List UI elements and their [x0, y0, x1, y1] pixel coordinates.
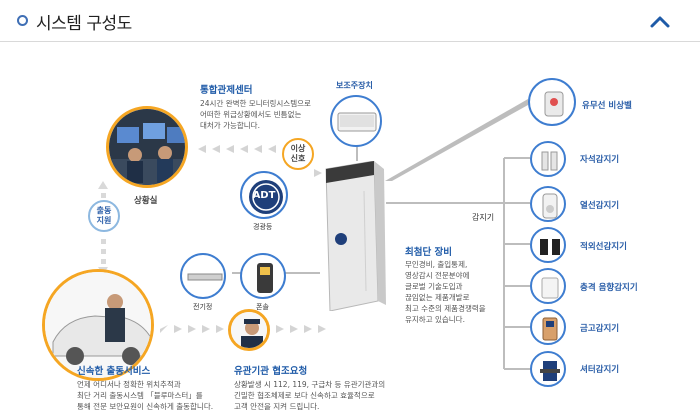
chevron-up-icon: [650, 16, 670, 28]
keypad-label: 폰솔: [256, 303, 269, 311]
magnetic-sensor-label: 자석감지기: [580, 155, 620, 165]
system-diagram: 상황실 출동 지원 통합관제센터 24시간 완벽한 모니터링시스템으로 어떠한 …: [0, 43, 700, 417]
latest-equipment-desc-5: 최고 수준의 제품경쟁력을: [405, 304, 486, 313]
shutter-sensor-label: 셔터감지기: [580, 365, 620, 375]
electric-lock-image: [180, 253, 226, 299]
latest-equipment-desc-6: 유지하고 있습니다.: [405, 315, 465, 324]
cooperation-title: 유관기관 협조요청: [234, 366, 308, 377]
aux-device-label: 보조주장치: [336, 81, 373, 90]
section-header: 시스템 구성도: [0, 0, 700, 42]
latest-equipment-desc-3: 글로벌 기술도입과: [405, 282, 463, 291]
patrol-car-image: [42, 269, 154, 381]
latest-equipment-title: 최첨단 장비: [405, 247, 453, 258]
aux-device-image: [330, 95, 382, 147]
shutter-sensor-image: [530, 351, 566, 387]
control-center-desc-1: 24시간 완벽한 모니터링시스템으로: [200, 99, 311, 108]
signal-badge-line2: 신호: [290, 154, 306, 163]
adt-beacon-image: ADT: [240, 171, 288, 219]
latest-equipment-desc-1: 무인경비, 출입통제,: [405, 260, 468, 269]
dispatch-support-badge: 출동 지원: [88, 200, 120, 232]
collapse-button[interactable]: [648, 10, 672, 32]
section-title: 시스템 구성도: [36, 14, 132, 34]
dispatch-service-desc-2: 최단 거리 출동시스템 「블루마스터」를: [77, 391, 203, 400]
dispatch-badge-line1: 출동: [96, 206, 112, 215]
adt-logo: ADT: [252, 190, 276, 201]
sensors-group-label: 감지기: [472, 213, 495, 222]
dispatch-service-title: 신속한 출동서비스: [77, 366, 151, 377]
dispatch-badge-line2: 지원: [96, 216, 112, 225]
circle-bullet-icon: [17, 15, 28, 26]
signal-badge-line1: 이상: [290, 144, 306, 153]
cooperation-desc-2: 긴밀한 협조체제로 보다 신속하고 효율적으로: [234, 391, 375, 400]
adt-beacon-label: 경광등: [253, 223, 273, 231]
situation-room-label: 상황실: [134, 196, 158, 206]
emergency-bell-label: 유무선 비상벨: [582, 101, 632, 111]
infrared-sensor-label: 적외선감지기: [580, 242, 627, 252]
cooperation-desc-3: 고객 안전을 지켜 드립니다.: [234, 402, 320, 411]
main-control-panel: [320, 160, 386, 312]
keypad-image: [240, 253, 286, 299]
magnetic-sensor-image: [530, 141, 566, 177]
connection-lines: [98, 99, 530, 370]
emergency-bell-image: [528, 78, 576, 126]
dispatch-service-desc-1: 언제 어디서나 정확한 위치추적과: [77, 380, 181, 389]
situation-room-image: [106, 106, 188, 188]
dispatch-service-desc-3: 통해 전문 보안요원이 신속하게 출동합니다.: [77, 402, 214, 411]
safe-sensor-image: [530, 309, 566, 345]
police-officer-image: [228, 309, 270, 351]
safe-sensor-label: 금고감지기: [580, 324, 620, 334]
control-center-desc-3: 대처가 가능합니다.: [200, 121, 260, 130]
shock-sensor-image: [530, 268, 566, 304]
cooperation-desc-1: 상황발생 시 112, 119, 구급차 등 유관기관과의: [234, 380, 386, 389]
shock-sensor-label: 충격 음향감지기: [580, 283, 638, 293]
infrared-sensor-image: [530, 227, 566, 263]
electric-lock-label: 전기정: [193, 303, 213, 311]
pir-sensor-image: [530, 186, 566, 222]
control-center-title: 통합관제센터: [200, 85, 253, 96]
control-center-desc-2: 어떠한 위급상황에서도 빈틈없는: [200, 110, 302, 119]
pir-sensor-label: 열선감지기: [580, 201, 620, 211]
latest-equipment-desc-2: 영상감시 전문분야에: [405, 271, 470, 280]
abnormal-signal-badge: 이상 신호: [282, 138, 314, 170]
latest-equipment-desc-4: 끊임없는 제품개발로: [405, 293, 470, 302]
